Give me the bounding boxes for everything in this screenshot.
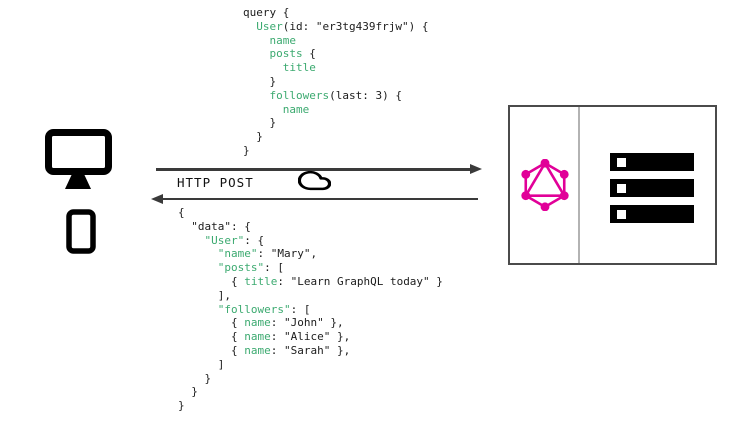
code-line: ]	[178, 358, 443, 372]
code-token-field: "posts"	[217, 261, 265, 275]
code-line: query {	[243, 6, 428, 20]
code-token-plain	[243, 89, 270, 102]
code-line: posts {	[243, 47, 428, 61]
code-token-plain	[243, 20, 256, 33]
cloud-icon	[298, 170, 331, 191]
response-arrowhead-icon	[151, 194, 163, 204]
code-token-plain: : "Learn GraphQL today" }	[277, 274, 443, 288]
code-token-plain: {	[178, 206, 185, 219]
code-token-field: followers	[269, 88, 330, 102]
server-bar-led	[617, 183, 626, 193]
code-token-plain: }	[178, 399, 185, 413]
code-line: name	[243, 34, 428, 48]
smartphone-icon	[66, 209, 96, 254]
desktop-monitor-icon	[45, 129, 112, 189]
code-line: name	[243, 103, 428, 117]
code-line: title	[243, 61, 428, 75]
code-token-field: User	[256, 19, 283, 33]
code-token-field: "User"	[204, 233, 245, 247]
code-line: followers(last: 3) {	[243, 89, 428, 103]
request-arrow	[156, 168, 471, 171]
code-token-plain: : "Alice" },	[270, 330, 351, 344]
code-token-plain: : "Sarah" },	[270, 343, 351, 357]
server-bar	[610, 205, 694, 223]
code-line: ],	[178, 289, 443, 303]
code-token-plain: }	[243, 116, 277, 130]
code-line: { name: "Sarah" },	[178, 344, 443, 358]
code-token-plain: {	[178, 330, 245, 344]
code-token-plain: {	[178, 274, 245, 288]
code-line: { name: "Alice" },	[178, 330, 443, 344]
code-token-plain: "data": {	[178, 219, 251, 233]
code-token-plain: }	[243, 130, 263, 144]
code-line: }	[243, 130, 428, 144]
code-line: { title: "Learn GraphQL today" }	[178, 275, 443, 289]
code-token-field: title	[282, 61, 316, 75]
code-token-plain	[243, 103, 283, 116]
http-post-label: HTTP POST	[177, 175, 254, 190]
code-token-plain: ],	[178, 288, 231, 302]
code-line: }	[178, 385, 443, 399]
code-line: }	[243, 75, 428, 89]
code-line: }	[243, 144, 428, 158]
code-token-plain: (last: 3) {	[329, 88, 402, 102]
code-token-field: name	[244, 316, 271, 330]
code-token-plain: {	[178, 343, 245, 357]
code-token-plain: ]	[178, 357, 225, 371]
request-arrowhead-icon	[470, 164, 482, 174]
code-line: "data": {	[178, 220, 443, 234]
code-token-plain: : [	[290, 302, 311, 316]
code-token-plain: }	[178, 385, 198, 399]
code-token-plain	[178, 261, 218, 274]
code-line: "posts": [	[178, 261, 443, 275]
code-token-plain	[243, 47, 270, 60]
code-token-plain: : [	[264, 261, 284, 275]
code-line: }	[243, 116, 428, 130]
graphql-logo-icon	[521, 159, 569, 211]
code-token-plain: }	[243, 143, 250, 157]
server-bar	[610, 179, 694, 197]
code-token-field: name	[269, 33, 297, 47]
code-token-field: "followers"	[217, 302, 291, 316]
code-line: {	[178, 206, 443, 220]
code-line: User(id: "er3tg439frjw") {	[243, 20, 428, 34]
code-token-plain	[178, 234, 205, 247]
code-token-plain	[243, 61, 283, 74]
server-box-divider	[578, 107, 580, 263]
response-arrow	[160, 198, 478, 200]
code-line: { name: "John" },	[178, 316, 443, 330]
server-bar-led	[617, 157, 626, 167]
code-token-plain: : "Mary",	[257, 247, 318, 261]
code-token-plain: (id: "er3tg439frjw") {	[282, 19, 429, 33]
graphql-server-box	[508, 105, 717, 265]
code-token-plain	[243, 34, 270, 47]
code-token-plain: {	[302, 47, 316, 61]
server-rack	[610, 153, 694, 231]
code-line: "User": {	[178, 234, 443, 248]
server-bar-led	[617, 209, 626, 219]
code-token-plain: }	[243, 74, 277, 88]
query-code-block: query { User(id: "er3tg439frjw") { name …	[243, 6, 428, 158]
code-token-field: name	[244, 330, 271, 344]
code-line: }	[178, 399, 443, 413]
code-line: "name": "Mary",	[178, 247, 443, 261]
code-token-plain	[178, 303, 218, 316]
code-token-plain: : {	[244, 233, 265, 247]
code-token-field: "name"	[217, 247, 258, 261]
code-token-plain: query {	[243, 6, 290, 19]
code-line: "followers": [	[178, 303, 443, 317]
response-code-block: { "data": { "User": { "name": "Mary", "p…	[178, 206, 443, 413]
server-bar	[610, 153, 694, 171]
code-token-plain: {	[178, 316, 245, 330]
code-token-field: title	[244, 274, 278, 288]
code-line: }	[178, 372, 443, 386]
code-token-field: name	[282, 102, 310, 116]
code-token-plain: : "John" },	[270, 316, 344, 330]
code-token-field: name	[244, 343, 271, 357]
code-token-plain	[178, 247, 218, 260]
code-token-field: posts	[269, 47, 303, 61]
code-token-plain: }	[178, 371, 212, 385]
